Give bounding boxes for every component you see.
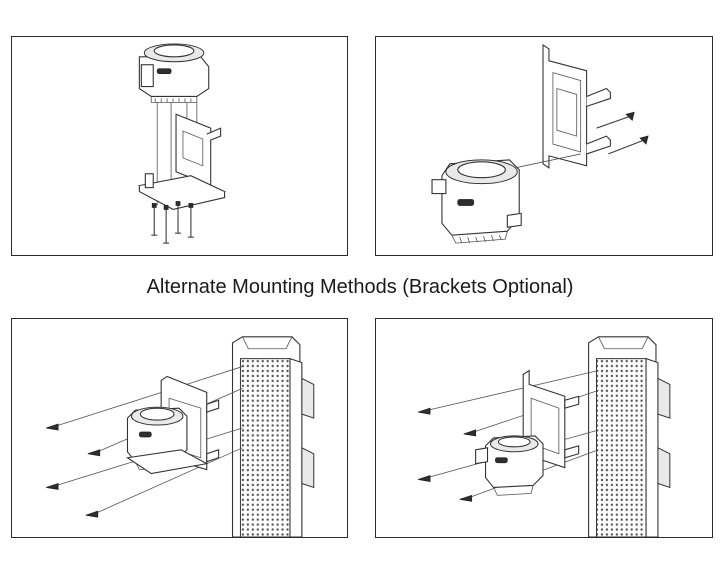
mounting-caption: Alternate Mounting Methods (Brackets Opt… xyxy=(146,276,574,298)
panel-bottom-left xyxy=(11,318,348,538)
panel-bottom-right xyxy=(375,318,713,538)
pump-bracket-radiator-mount-icon xyxy=(46,336,315,537)
panel-top-left xyxy=(11,36,348,256)
pump-with-vertical-bracket-screws-icon xyxy=(137,43,227,244)
pump-with-side-bracket-screws-icon xyxy=(431,43,649,244)
panel-top-right xyxy=(375,36,713,256)
pump-offset-bracket-radiator-mount-icon xyxy=(418,336,671,537)
